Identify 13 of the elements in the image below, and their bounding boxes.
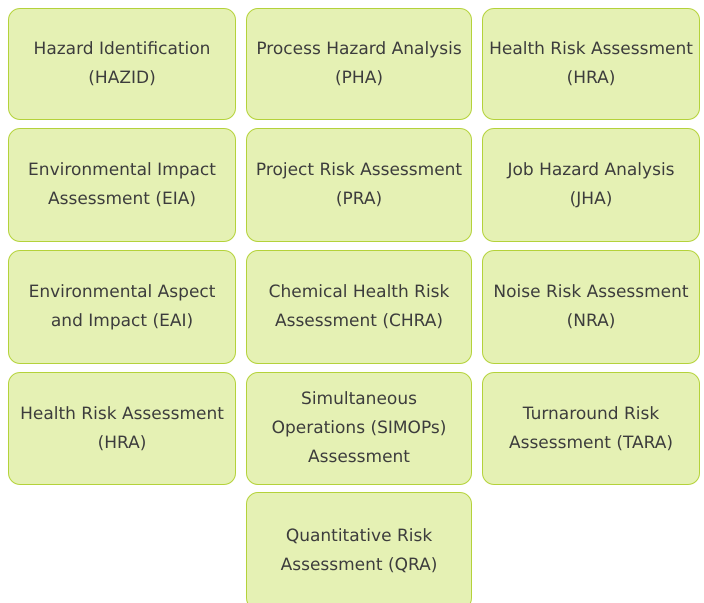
assessment-box: Quantitative Risk Assessment (QRA) bbox=[246, 492, 472, 603]
assessment-box: Environmental Aspect and Impact (EAI) bbox=[8, 250, 236, 364]
assessment-box: Health Risk Assessment (HRA) bbox=[482, 8, 700, 120]
assessment-box: Process Hazard Analysis (PHA) bbox=[246, 8, 472, 120]
assessment-box: Hazard Identification (HAZID) bbox=[8, 8, 236, 120]
assessment-box: Chemical Health Risk Assessment (CHRA) bbox=[246, 250, 472, 364]
assessment-box: Noise Risk Assessment (NRA) bbox=[482, 250, 700, 364]
assessment-box: Environmental Impact Assessment (EIA) bbox=[8, 128, 236, 242]
assessment-box: Simultaneous Operations (SIMOPs) Assessment bbox=[246, 372, 472, 485]
assessment-box: Health Risk Assessment (HRA) bbox=[8, 372, 236, 485]
assessment-box: Job Hazard Analysis (JHA) bbox=[482, 128, 700, 242]
assessment-box: Turnaround Risk Assessment (TARA) bbox=[482, 372, 700, 485]
assessment-box: Project Risk Assessment (PRA) bbox=[246, 128, 472, 242]
